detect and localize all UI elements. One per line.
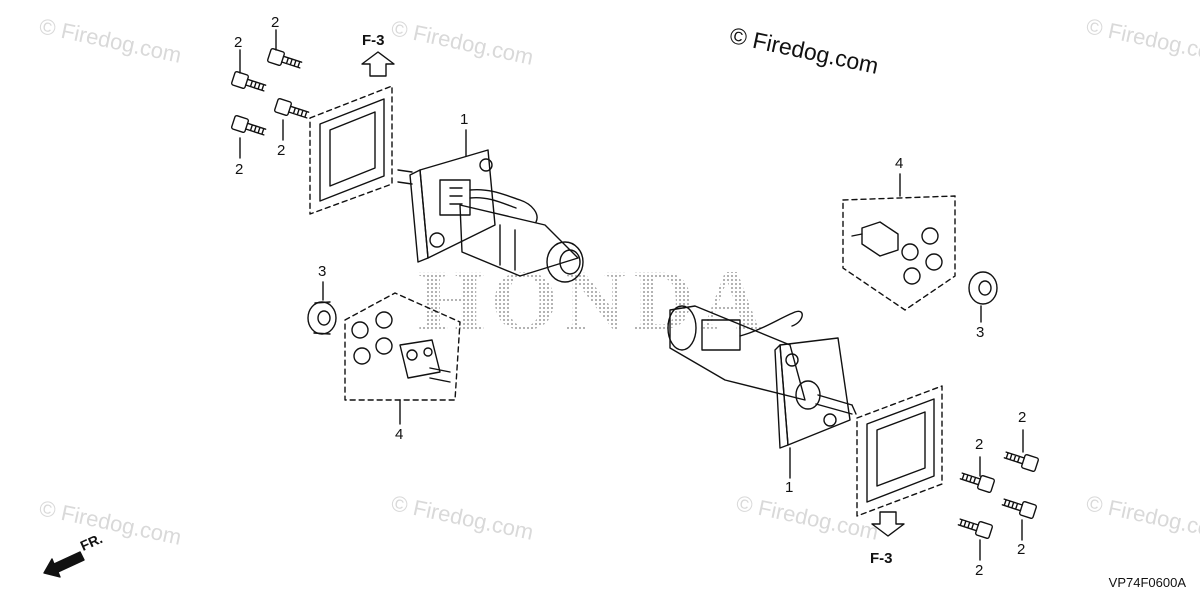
gasket-left <box>309 85 393 215</box>
gasket-right <box>856 385 943 517</box>
bearing-left <box>307 301 337 335</box>
motor-assembly-left <box>397 149 584 283</box>
callout-2: 2 <box>975 562 984 579</box>
front-direction-arrow <box>43 551 85 578</box>
callout-2: 2 <box>1018 409 1027 426</box>
gear-set-right <box>842 195 956 311</box>
ref-label-top: F-3 <box>362 32 385 49</box>
callout-1: 1 <box>785 479 794 496</box>
callout-2: 2 <box>975 436 984 453</box>
callout-4: 4 <box>395 426 404 443</box>
callout-4: 4 <box>895 155 904 172</box>
callout-2: 2 <box>271 14 280 31</box>
callout-2: 2 <box>235 161 244 178</box>
gear-set-left <box>344 292 461 401</box>
callout-2: 2 <box>277 142 286 159</box>
bolt-group-upper-left <box>230 29 310 159</box>
callout-1: 1 <box>460 111 469 128</box>
ref-arrow-down <box>871 511 905 537</box>
callout-2: 2 <box>1017 541 1026 558</box>
bolt-group-lower-right <box>957 429 1040 561</box>
ref-label-bottom: F-3 <box>870 550 893 567</box>
diagram-code: VP74F0600A <box>1108 575 1186 590</box>
callout-2: 2 <box>234 34 243 51</box>
bearing-right <box>968 271 998 305</box>
leader-lines <box>322 129 982 479</box>
ref-arrow-up <box>361 51 395 77</box>
brand-watermark: HONDA <box>418 252 769 348</box>
motor-assembly-right <box>667 305 857 449</box>
callout-3: 3 <box>318 263 327 280</box>
callout-3: 3 <box>976 324 985 341</box>
